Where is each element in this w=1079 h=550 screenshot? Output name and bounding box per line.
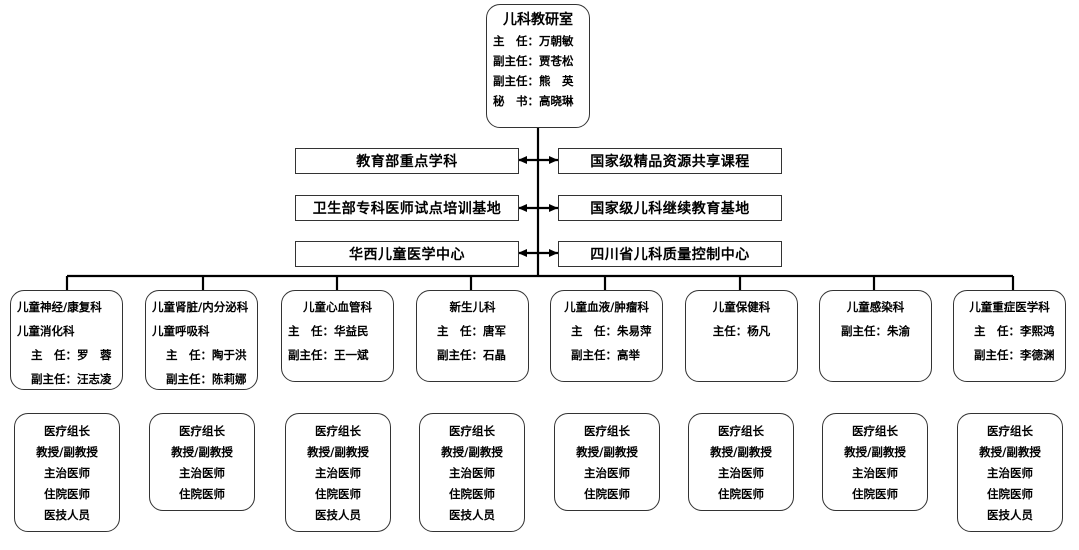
root-node: 儿科教研室 主 任：万朝敏 副主任：贾苍松 副主任：熊 英 秘 书：高晓琳: [486, 4, 590, 128]
staff-role: 医技人员: [315, 508, 361, 522]
root-line: 秘 书：高晓琳: [493, 94, 574, 108]
staff-role: 医疗组长: [179, 424, 225, 438]
department-leader: 主 任：陶于洪: [166, 348, 247, 362]
department-leader: 主 任：李熙鸿: [974, 324, 1055, 338]
staff-role: 主治医师: [179, 466, 225, 480]
department-box: 儿童保健科 主任：杨凡: [685, 290, 798, 382]
root-title: 儿科教研室: [503, 12, 573, 28]
staff-role: 住院医师: [179, 487, 225, 501]
staff-role: 教授/副教授: [441, 445, 503, 459]
platform-box: 卫生部专科医师试点培训基地: [295, 195, 519, 221]
staff-box: 医疗组长 教授/副教授 主治医师 住院医师: [822, 413, 928, 511]
staff-role: 住院医师: [718, 487, 764, 501]
platform-box: 华西儿童医学中心: [295, 241, 519, 267]
department-box: 儿童重症医学科 主 任：李熙鸿 副主任：李德渊: [953, 290, 1066, 382]
staff-box: 医疗组长 教授/副教授 主治医师 住院医师: [688, 413, 794, 511]
department-leader: 主 任：罗 蓉: [31, 348, 112, 362]
staff-role: 住院医师: [987, 487, 1033, 501]
staff-role: 教授/副教授: [36, 445, 98, 459]
staff-role: 医疗组长: [852, 424, 898, 438]
department-box: 儿童肾脏/内分泌科 儿童呼吸科 主 任：陶于洪 副主任：陈莉娜: [145, 290, 258, 390]
staff-role: 主治医师: [584, 466, 630, 480]
root-line: 副主任：贾苍松: [493, 54, 574, 68]
department-leader: 副主任：陈莉娜: [166, 372, 247, 386]
department-name: 儿童神经/康复科: [17, 300, 102, 314]
staff-box: 医疗组长 教授/副教授 主治医师 住院医师 医技人员: [419, 413, 525, 532]
staff-role: 医疗组长: [584, 424, 630, 438]
platform-box: 国家级儿科继续教育基地: [558, 195, 782, 221]
staff-role: 教授/副教授: [979, 445, 1041, 459]
staff-role: 主治医师: [44, 466, 90, 480]
department-leader: 主任：杨凡: [712, 324, 771, 338]
staff-role: 主治医师: [987, 466, 1033, 480]
department-box: 新生儿科 主 任：唐军 副主任：石晶: [416, 290, 529, 382]
department-leader: 副主任：石晶: [437, 348, 506, 362]
staff-role: 主治医师: [449, 466, 495, 480]
department-name: 儿童感染科: [846, 300, 905, 314]
department-leader: 副主任：高举: [571, 348, 640, 362]
staff-role: 医疗组长: [44, 424, 90, 438]
staff-role: 教授/副教授: [307, 445, 369, 459]
platform-box: 四川省儿科质量控制中心: [558, 241, 782, 267]
staff-role: 教授/副教授: [710, 445, 772, 459]
department-box: 儿童神经/康复科 儿童消化科 主 任：罗 蓉 副主任：汪志凌: [10, 290, 123, 390]
staff-box: 医疗组长 教授/副教授 主治医师 住院医师 医技人员: [14, 413, 120, 532]
staff-role: 教授/副教授: [171, 445, 233, 459]
staff-role: 住院医师: [852, 487, 898, 501]
staff-role: 住院医师: [44, 487, 90, 501]
department-leader: 副主任：李德渊: [974, 348, 1055, 362]
staff-role: 医技人员: [987, 508, 1033, 522]
staff-role: 主治医师: [718, 466, 764, 480]
staff-role: 教授/副教授: [844, 445, 906, 459]
staff-role: 医疗组长: [987, 424, 1033, 438]
staff-role: 住院医师: [584, 487, 630, 501]
department-leader: 主 任：华益民: [288, 324, 369, 338]
department-leader: 主 任：唐军: [437, 324, 506, 338]
department-leader: 副主任：王一斌: [288, 348, 369, 362]
department-name: 儿童重症医学科: [969, 300, 1050, 314]
root-line: 副主任：熊 英: [493, 74, 574, 88]
staff-role: 住院医师: [449, 487, 495, 501]
staff-role: 医疗组长: [718, 424, 764, 438]
department-leader: 副主任：朱渝: [841, 324, 910, 338]
staff-box: 医疗组长 教授/副教授 主治医师 住院医师: [554, 413, 660, 511]
staff-role: 医疗组长: [315, 424, 361, 438]
platform-box: 国家级精品资源共享课程: [558, 148, 782, 174]
department-box: 儿童感染科 副主任：朱渝: [819, 290, 932, 382]
department-name: 儿童保健科: [712, 300, 771, 314]
department-leader: 副主任：汪志凌: [31, 372, 112, 386]
staff-role: 医疗组长: [449, 424, 495, 438]
staff-role: 主治医师: [852, 466, 898, 480]
staff-role: 医技人员: [449, 508, 495, 522]
department-name: 儿童血液/肿瘤科: [564, 300, 649, 314]
department-box: 儿童血液/肿瘤科 主 任：朱易萍 副主任：高举: [550, 290, 663, 382]
department-name: 儿童心血管科: [303, 300, 372, 314]
staff-role: 医技人员: [44, 508, 90, 522]
staff-role: 住院医师: [315, 487, 361, 501]
department-leader: 主 任：朱易萍: [571, 324, 652, 338]
staff-box: 医疗组长 教授/副教授 主治医师 住院医师 医技人员: [285, 413, 391, 532]
department-name: 新生儿科: [449, 300, 496, 314]
department-name: 儿童呼吸科: [152, 324, 210, 338]
staff-role: 主治医师: [315, 466, 361, 480]
staff-box: 医疗组长 教授/副教授 主治医师 住院医师 医技人员: [957, 413, 1063, 532]
staff-role: 教授/副教授: [576, 445, 638, 459]
root-line: 主 任：万朝敏: [493, 34, 574, 48]
staff-box: 医疗组长 教授/副教授 主治医师 住院医师: [149, 413, 255, 511]
platform-box: 教育部重点学科: [295, 148, 519, 174]
department-name: 儿童消化科: [17, 324, 75, 338]
department-name: 儿童肾脏/内分泌科: [152, 300, 249, 314]
department-box: 儿童心血管科 主 任：华益民 副主任：王一斌: [281, 290, 394, 382]
